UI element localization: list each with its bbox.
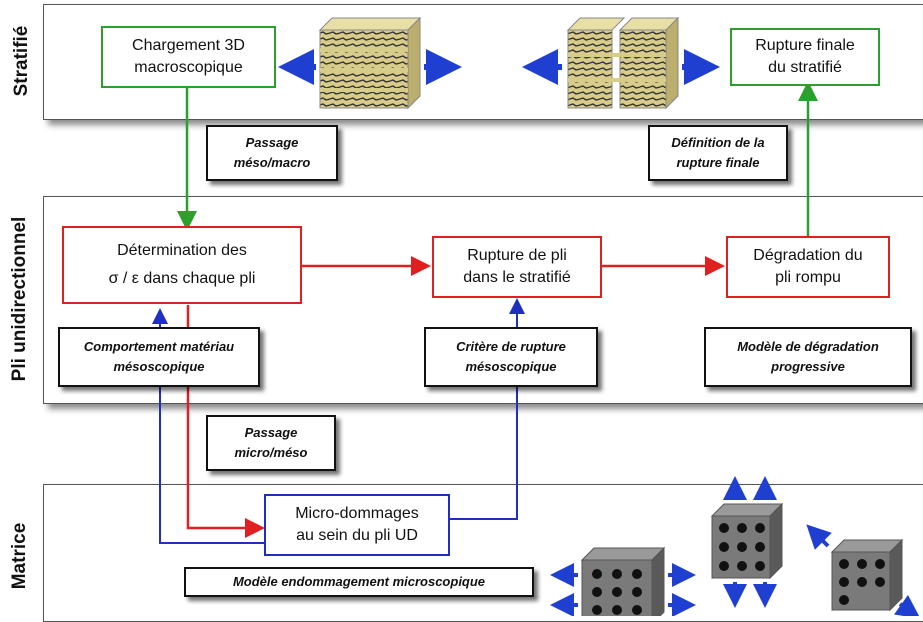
note-modele-degradation-line1: Modèle de dégradation bbox=[737, 338, 879, 354]
box-rupture-finale-line2: du stratifié bbox=[768, 59, 842, 76]
note-comportement-line1: Comportement matériau bbox=[83, 338, 235, 354]
matrix-cube-icon bbox=[710, 476, 784, 608]
note-passage-micro-meso-line1: Passage bbox=[244, 424, 298, 440]
box-determination-line1: Détermination des bbox=[117, 242, 247, 260]
note-passage-meso-macro-line2: méso/macro bbox=[233, 155, 311, 170]
note-comportement: Comportement matériau mésoscopique bbox=[58, 327, 260, 387]
note-critere: Critère de rupture mésoscopique bbox=[424, 327, 598, 387]
note-modele-degradation-line2: progressive bbox=[771, 359, 845, 374]
box-determination: Détermination des σ / ε dans chaque pli bbox=[62, 226, 302, 304]
note-comportement-line2: mésoscopique bbox=[113, 359, 205, 374]
laminate-block-icon bbox=[278, 16, 462, 110]
note-definition-line2: rupture finale bbox=[676, 155, 760, 170]
note-critere-line1: Critère de rupture bbox=[456, 338, 566, 354]
blue-arrow-1 bbox=[152, 308, 266, 544]
box-micro: Micro-dommages au sein du pli UD bbox=[264, 494, 450, 556]
box-rupture-pli-line1: Rupture de pli bbox=[467, 247, 567, 265]
note-modele-degradation: Modèle de dégradation progressive bbox=[704, 327, 912, 387]
box-chargement-line2: macroscopique bbox=[134, 59, 243, 76]
box-rupture-pli: Rupture de pli dans le stratifié bbox=[432, 236, 602, 298]
box-degradation-line1: Dégradation du bbox=[753, 247, 863, 265]
box-micro-line2: au sein du pli UD bbox=[296, 527, 418, 544]
box-rupture-pli-line2: dans le stratifié bbox=[463, 269, 571, 286]
note-passage-micro-meso: Passage micro/méso bbox=[206, 415, 336, 471]
box-chargement: Chargement 3D macroscopique bbox=[101, 26, 276, 88]
note-passage-meso-macro-line1: Passage bbox=[245, 134, 299, 150]
matrix-cube-icon bbox=[550, 546, 696, 616]
note-modele-endommagement-line1: Modèle endommagement microscopique bbox=[232, 573, 486, 589]
note-definition: Définition de la rupture finale bbox=[648, 125, 788, 181]
box-degradation: Dégradation du pli rompu bbox=[726, 236, 890, 298]
box-micro-line1: Micro-dommages bbox=[295, 505, 419, 523]
note-modele-endommagement: Modèle endommagement microscopique bbox=[184, 567, 534, 597]
matrix-cube-icon bbox=[806, 524, 921, 616]
note-definition-line1: Définition de la bbox=[671, 134, 765, 150]
box-degradation-line2: pli rompu bbox=[775, 269, 841, 286]
box-chargement-line1: Chargement 3D bbox=[132, 37, 245, 55]
cracked-laminate-icon bbox=[522, 16, 720, 110]
note-passage-meso-macro: Passage méso/macro bbox=[206, 125, 338, 181]
box-determination-line2: σ / ε dans chaque pli bbox=[108, 270, 256, 287]
box-rupture-finale-line1: Rupture finale bbox=[755, 37, 855, 55]
box-rupture-finale: Rupture finale du stratifié bbox=[730, 28, 880, 86]
note-critere-line2: mésoscopique bbox=[465, 359, 557, 374]
note-passage-micro-meso-line2: micro/méso bbox=[234, 445, 308, 460]
